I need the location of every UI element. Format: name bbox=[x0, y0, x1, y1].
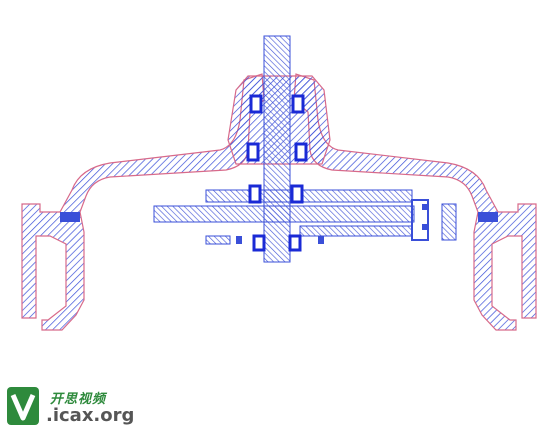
horizontal-shaft bbox=[153, 205, 415, 223]
watermark-url: .icax.org bbox=[46, 405, 135, 426]
flange-right-inner bbox=[478, 212, 498, 222]
bearing-mid-left bbox=[246, 142, 260, 162]
end-cap-right bbox=[441, 203, 457, 241]
bearing-upper-right bbox=[291, 94, 305, 114]
bearing-gear-left bbox=[248, 184, 262, 204]
bearing-upper-left bbox=[249, 94, 263, 114]
watermark-site-name: 开思视频 bbox=[50, 392, 107, 407]
gear-plate-lower bbox=[299, 225, 413, 237]
main-shaft bbox=[263, 35, 291, 263]
logo-v-icon bbox=[7, 387, 39, 425]
flange-left-inner bbox=[60, 212, 80, 222]
bearing-lower-left bbox=[252, 234, 266, 252]
bearings bbox=[246, 94, 308, 252]
bearing-lower-right bbox=[288, 234, 302, 252]
bearing-mid-right bbox=[294, 142, 308, 162]
bearing-gear-right bbox=[290, 184, 304, 204]
gear-plate bbox=[205, 189, 413, 203]
left-stub bbox=[205, 235, 231, 245]
small-blocks bbox=[236, 204, 428, 244]
end-bracket bbox=[411, 199, 429, 241]
